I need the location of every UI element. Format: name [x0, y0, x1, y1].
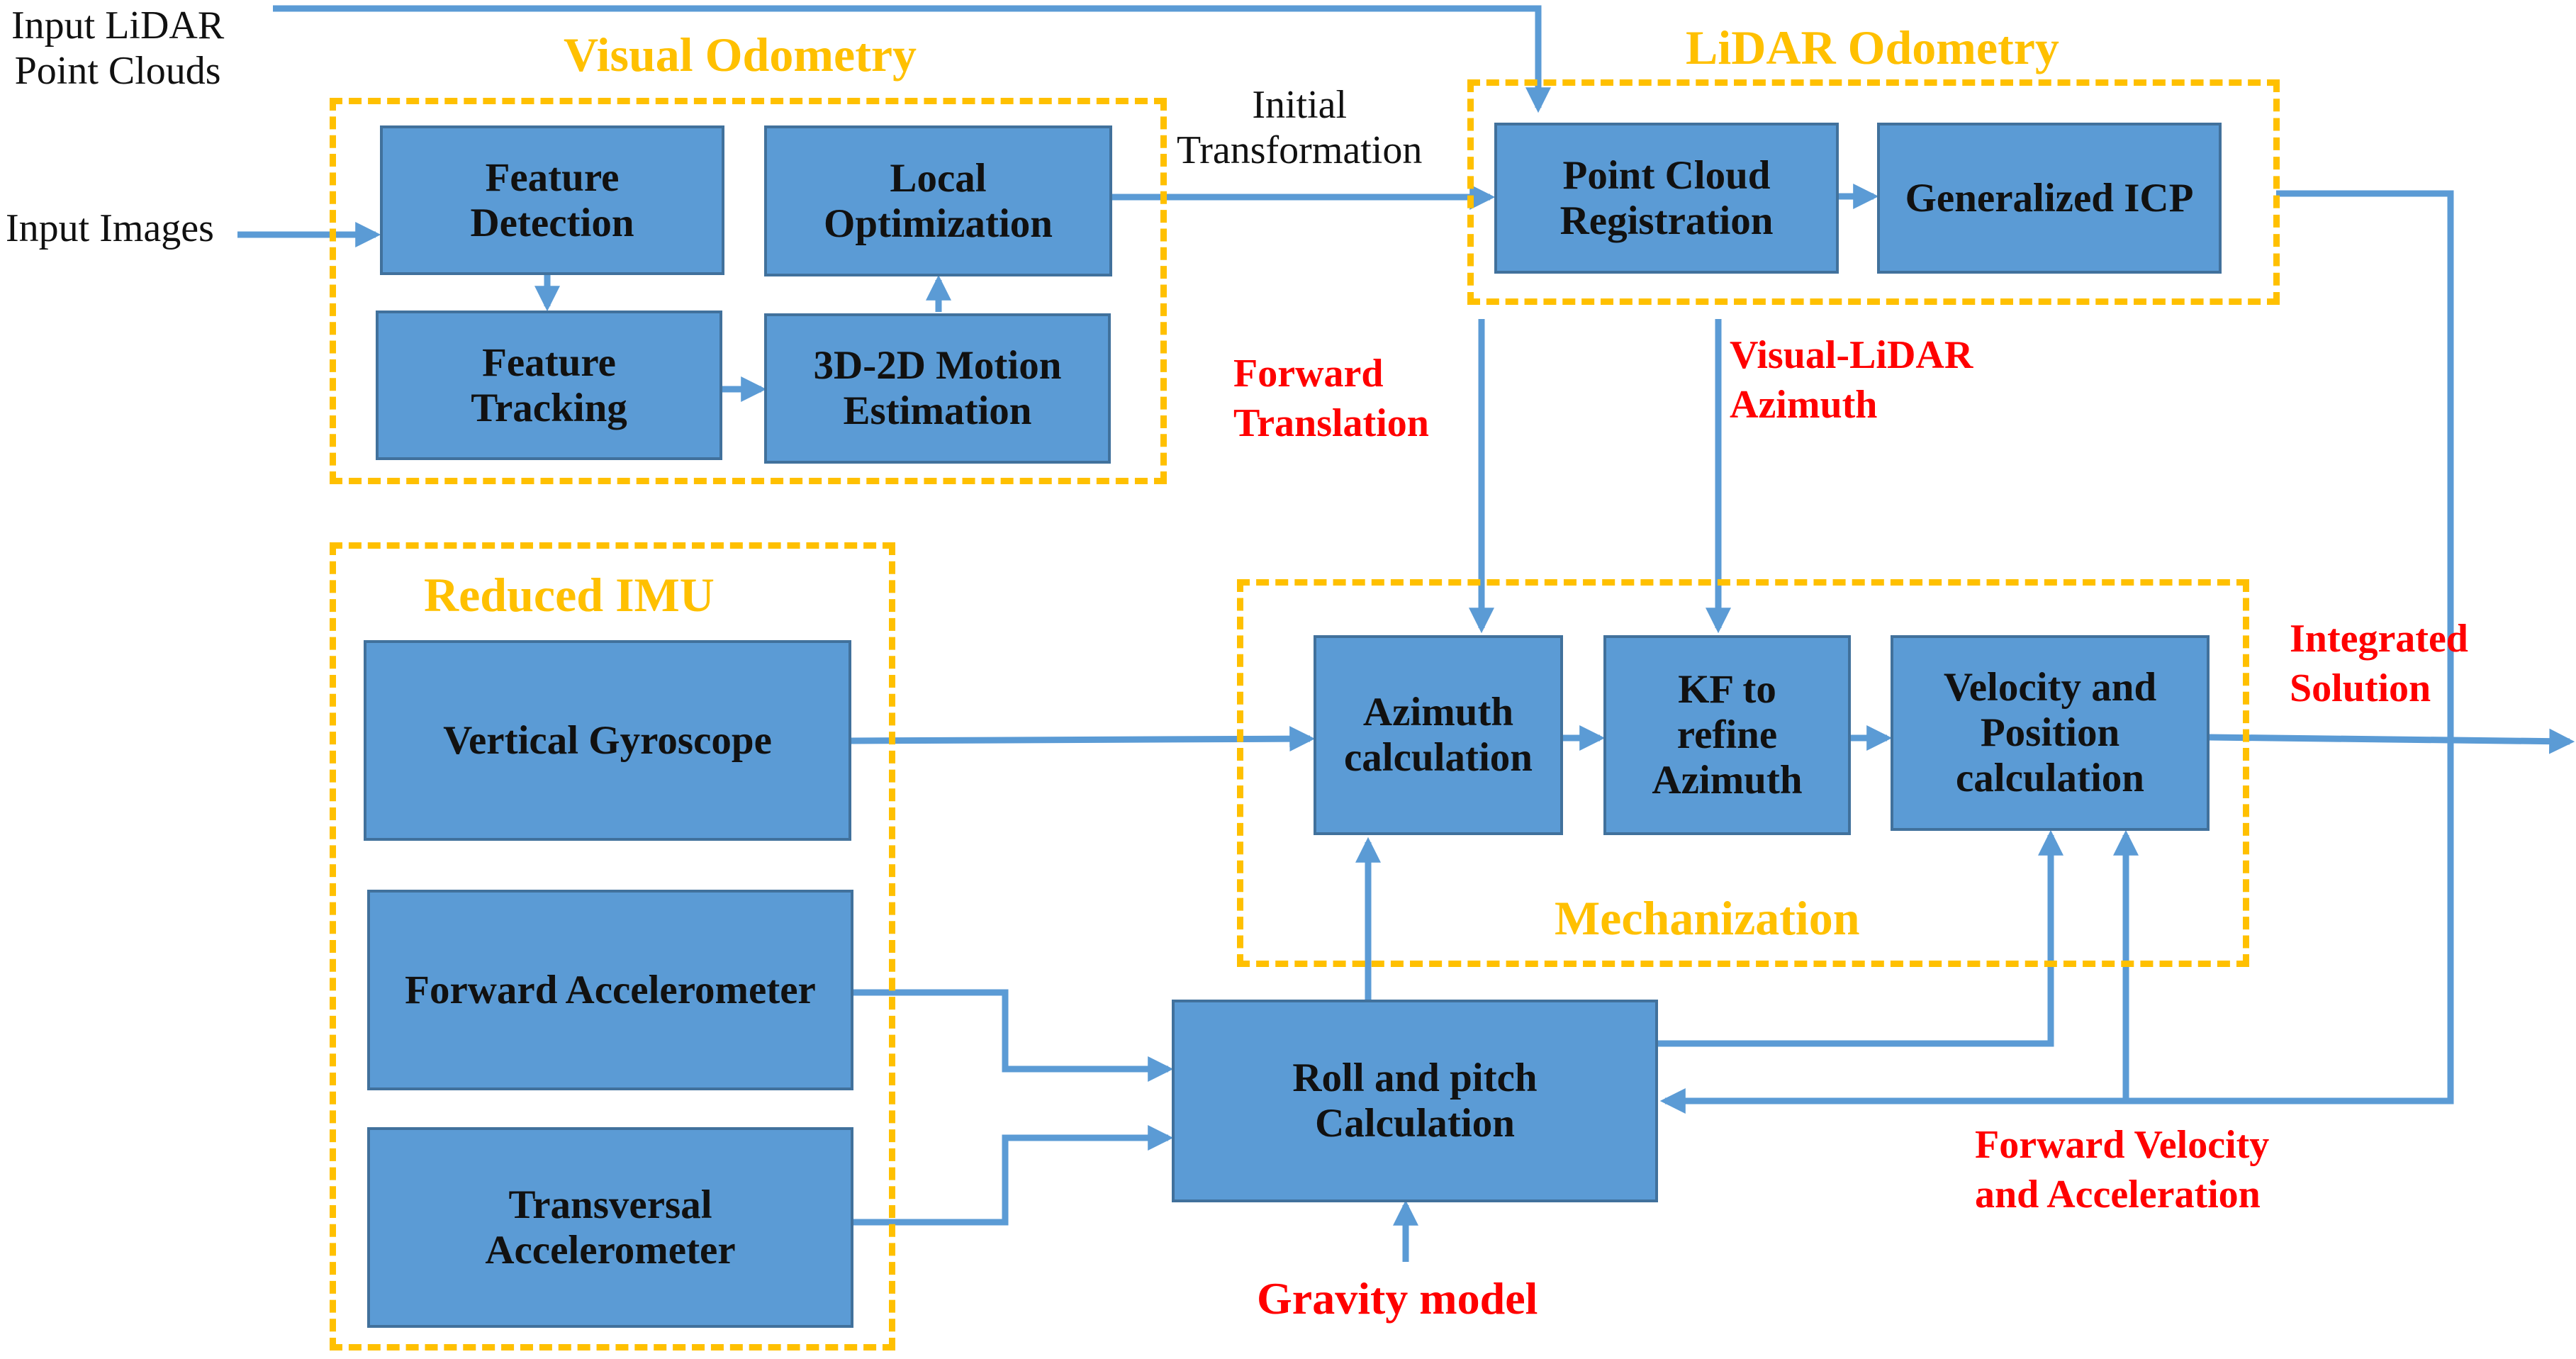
arrow-integrated-solution [2209, 728, 2575, 754]
forward-accelerometer-block: Forward Accelerometer [367, 890, 853, 1090]
initial-transformation-label: Initial Transformation [1177, 83, 1423, 173]
reduced-imu-title: Reduced IMU [424, 568, 715, 622]
lidar-odometry-title: LiDAR Odometry [1686, 21, 2059, 74]
arrow-gyro-azimuth [849, 726, 1316, 752]
visual-odometry-title: Visual Odometry [564, 28, 917, 82]
feature-tracking-block: Feature Tracking [376, 311, 722, 460]
visual-odometry-region [330, 98, 1167, 484]
mechanization-title: Mechanization [1555, 891, 1860, 945]
forward-velocity-acceleration-label: Forward Velocity and Acceleration [1975, 1123, 2270, 1217]
arrow-rollpitch-velocity [1658, 829, 2063, 1047]
arrow-lidar-input [273, 5, 1551, 113]
mechanization-region [1237, 579, 2249, 967]
kf-refine-azimuth-block: KF to refine Azimuth [1603, 635, 1851, 835]
reduced-imu-region [330, 542, 895, 1350]
roll-pitch-block: Roll and pitch Calculation [1172, 1000, 1658, 1202]
lidar-odometry-region [1467, 79, 2280, 305]
generalized-icp-block: Generalized ICP [1877, 123, 2222, 274]
arrow-transversal-acc [853, 1125, 1174, 1226]
arrow-icp-feedback [1659, 190, 2454, 1114]
azimuth-calculation-block: Azimuth calculation [1314, 635, 1563, 835]
local-optimization-block: Local Optimization [764, 125, 1112, 276]
feature-detection-block: Feature Detection [380, 125, 724, 275]
visual-lidar-azimuth-label: Visual-LiDAR Azimuth [1730, 333, 1973, 427]
point-cloud-registration-block: Point Cloud Registration [1494, 123, 1839, 274]
images-input-label: Input Images [6, 206, 214, 250]
forward-translation-label: Forward Translation [1233, 352, 1429, 445]
velocity-position-block: Velocity and Position calculation [1891, 635, 2210, 831]
transversal-accelerometer-block: Transversal Accelerometer [367, 1127, 853, 1328]
lidar-input-label: Input LiDAR Point Clouds [11, 4, 225, 94]
integrated-solution-label: Integrated Solution [2290, 617, 2468, 710]
arrow-forward-acc [853, 989, 1174, 1082]
motion-estimation-block: 3D-2D Motion Estimation [764, 313, 1111, 464]
gravity-model-label: Gravity model [1257, 1273, 1538, 1324]
vertical-gyroscope-block: Vertical Gyroscope [364, 640, 851, 841]
